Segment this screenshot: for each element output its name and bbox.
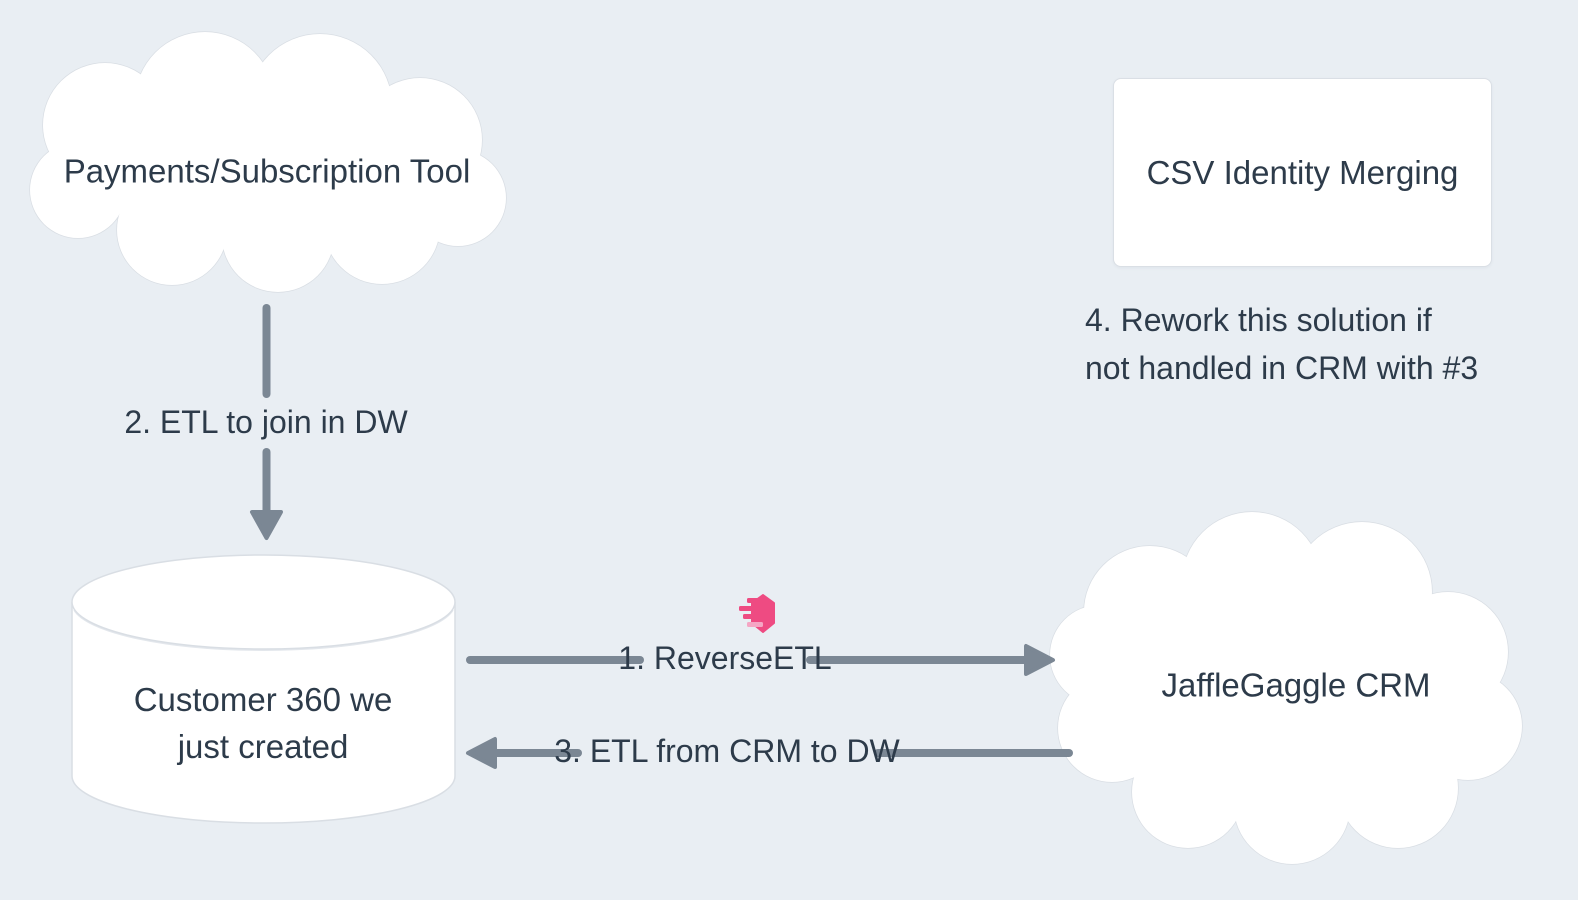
warehouse-cylinder-label: Customer 360 we just created <box>134 676 393 770</box>
hightouch-logo-icon <box>739 594 775 633</box>
warehouse-label-line2: just created <box>177 728 349 765</box>
warehouse-label-line1: Customer 360 we <box>133 681 393 718</box>
csv-card-label: CSV Identity Merging <box>1146 153 1459 191</box>
rework-note: 4. Rework this solution if not handled i… <box>1085 296 1478 392</box>
warehouse-cylinder-shape <box>71 554 456 824</box>
rework-note-line2: not handled in CRM with #3 <box>1085 350 1479 386</box>
rework-note-line1: 4. Rework this solution if <box>1085 302 1432 338</box>
payments-cloud-label: Payments/Subscription Tool <box>63 152 471 190</box>
edge-label-reverse-etl: 1. ReverseETL <box>618 640 832 677</box>
arrow-reverse-etl <box>466 644 1055 676</box>
arrow-etl-to-dw <box>250 304 283 540</box>
csv-card: CSV Identity Merging <box>1113 78 1492 267</box>
edge-label-etl-from-crm: 3. ETL from CRM to DW <box>554 733 900 770</box>
edge-label-etl-to-dw: 2. ETL to join in DW <box>124 404 408 441</box>
crm-cloud-label: JaffleGaggle CRM <box>1161 666 1431 704</box>
arrow-etl-from-crm <box>466 737 1073 769</box>
